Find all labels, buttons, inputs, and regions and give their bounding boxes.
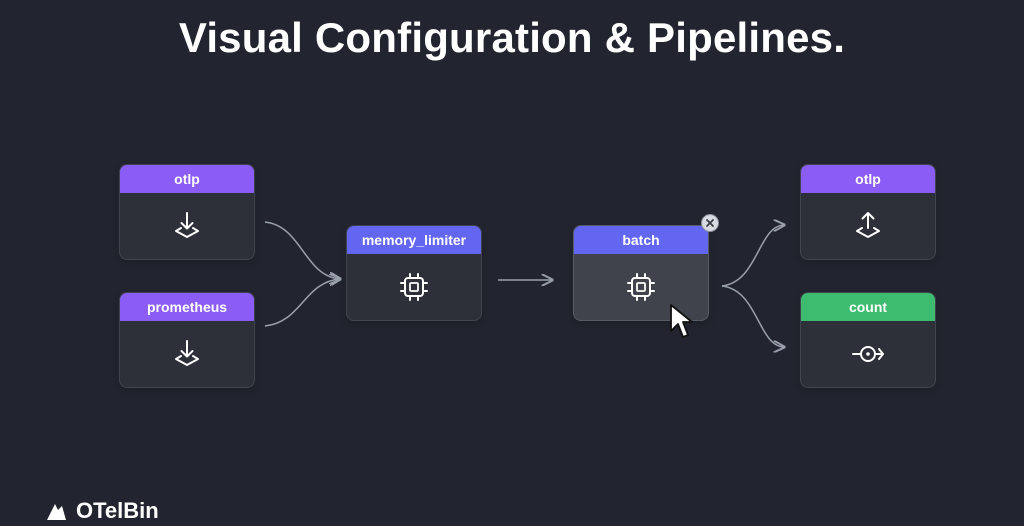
edge-batch-to-count <box>721 285 784 347</box>
otelbin-logo-icon <box>47 504 66 520</box>
processor-chip-icon <box>347 254 481 320</box>
exporter-upload-icon <box>801 193 935 259</box>
node-title: otlp <box>801 165 935 193</box>
pipeline-node-batch-processor[interactable]: batch <box>573 225 709 321</box>
node-title: memory_limiter <box>347 226 481 254</box>
node-title: prometheus <box>120 293 254 321</box>
node-title: otlp <box>120 165 254 193</box>
connector-count-icon <box>801 321 935 387</box>
processor-chip-icon <box>574 254 708 320</box>
remove-node-button[interactable] <box>701 214 719 232</box>
pipeline-node-otlp-receiver[interactable]: otlp <box>119 164 255 260</box>
node-title: batch <box>574 226 708 254</box>
node-title: count <box>801 293 935 321</box>
pipeline-node-memory-limiter-processor[interactable]: memory_limiter <box>346 225 482 321</box>
receiver-download-icon <box>120 321 254 387</box>
edge-otlp-to-memory-limiter <box>264 221 340 279</box>
brand-name: OTelBin <box>76 498 159 523</box>
edge-batch-to-otlp-exporter <box>721 225 784 287</box>
brand-logo: OTelBin <box>44 496 159 526</box>
edge-prometheus-to-memory-limiter <box>264 279 340 327</box>
mouse-cursor-icon <box>670 304 693 338</box>
page-title: Visual Configuration & Pipelines. <box>178 14 846 61</box>
receiver-download-icon <box>120 193 254 259</box>
close-icon <box>706 219 714 227</box>
pipeline-node-otlp-exporter[interactable]: otlp <box>800 164 936 260</box>
pipeline-node-count-connector[interactable]: count <box>800 292 936 388</box>
pipeline-node-prometheus-receiver[interactable]: prometheus <box>119 292 255 388</box>
